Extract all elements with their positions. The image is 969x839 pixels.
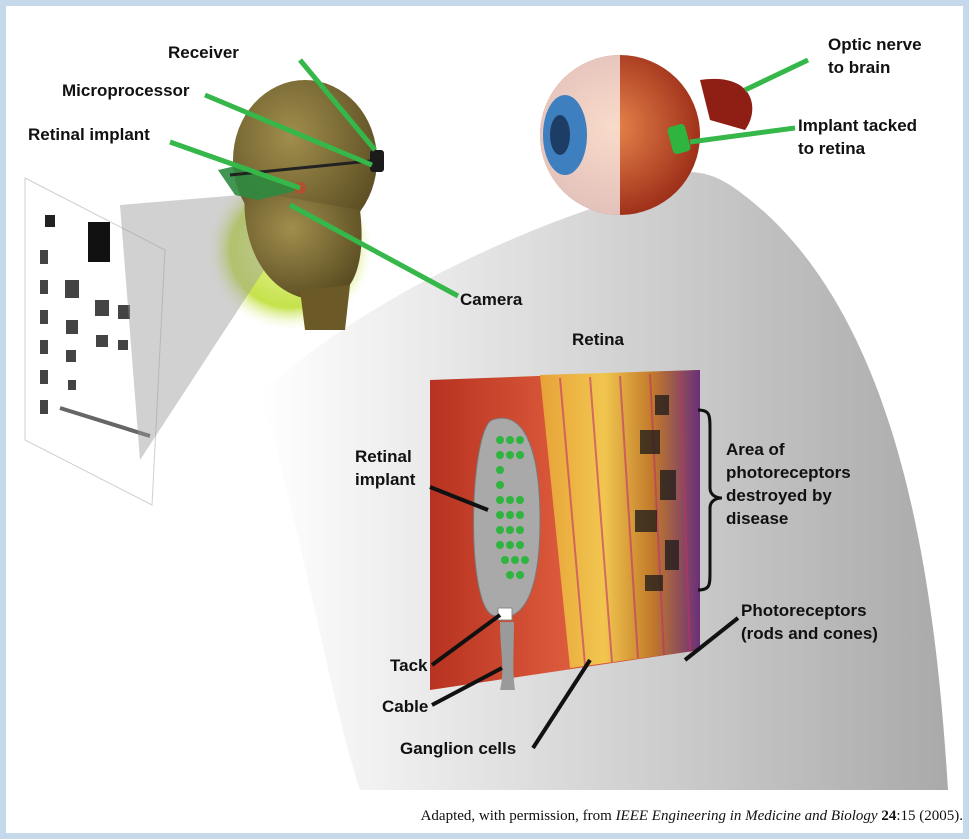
label-retina: Retina xyxy=(572,330,625,349)
label-area-line3: destroyed by xyxy=(726,486,832,505)
label-implant-tacked-line1: Implant tacked xyxy=(798,116,917,135)
label-optic-nerve-line1: Optic nerve xyxy=(828,35,922,54)
caption-rest: :15 (2005). xyxy=(896,808,963,824)
caption-journal: IEEE Engineering in Medicine and Biology xyxy=(616,808,878,824)
label-camera: Camera xyxy=(460,290,523,309)
label-photoreceptors-line2: (rods and cones) xyxy=(741,624,878,643)
retina-block xyxy=(430,370,700,690)
label-optic-nerve-line2: to brain xyxy=(828,58,890,77)
caption-volume: 24 xyxy=(881,808,896,824)
label-microprocessor: Microprocessor xyxy=(62,81,190,100)
label-area-line4: disease xyxy=(726,509,788,528)
label-photoreceptors-line1: Photoreceptors xyxy=(741,601,867,620)
retinal-implant-chip xyxy=(474,418,540,617)
label-implant-tacked-line2: to retina xyxy=(798,139,866,158)
label-area-line1: Area of xyxy=(726,440,785,459)
source-caption: Adapted, with permission, from IEEE Engi… xyxy=(0,808,963,825)
label-retinal-implant-line2: implant xyxy=(355,470,416,489)
label-retinal-implant-top: Retinal implant xyxy=(28,125,150,144)
caption-prefix: Adapted, with permission, from xyxy=(421,808,616,824)
label-ganglion-cells: Ganglion cells xyxy=(400,739,516,758)
cable-shape xyxy=(500,622,515,690)
label-retinal-implant-line1: Retinal xyxy=(355,447,412,466)
label-tack: Tack xyxy=(390,656,428,675)
label-receiver: Receiver xyxy=(168,43,239,62)
label-area-line2: photoreceptors xyxy=(726,463,851,482)
label-cable: Cable xyxy=(382,697,428,716)
